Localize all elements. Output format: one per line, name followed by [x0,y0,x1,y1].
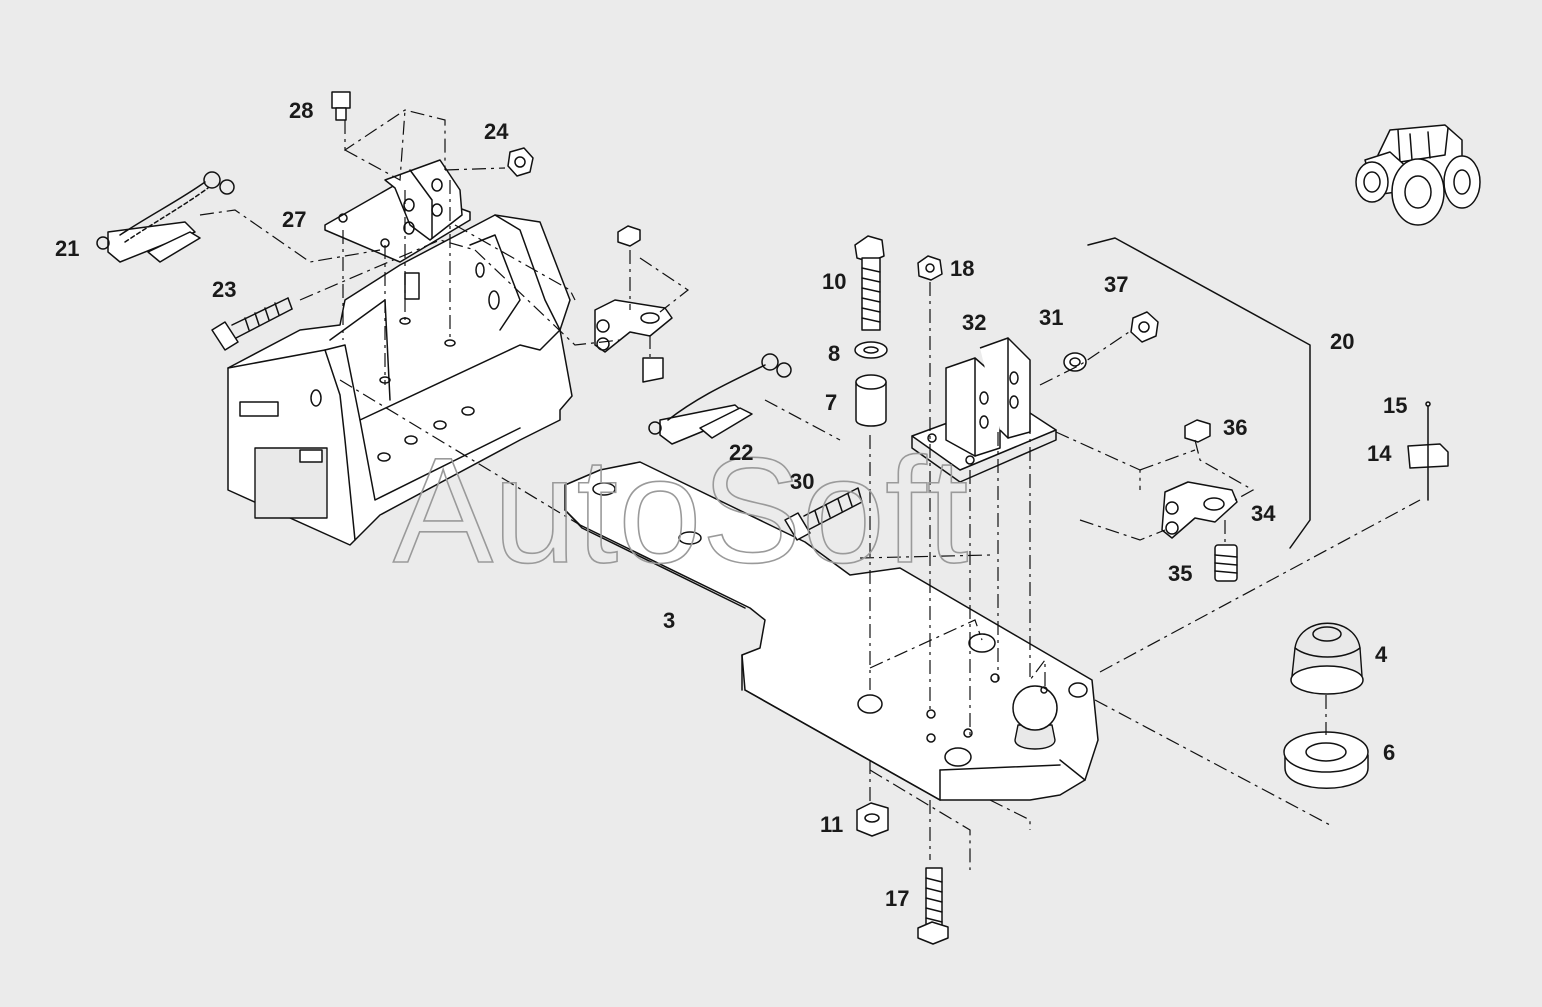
callout-32: 32 [962,310,986,335]
callout-36: 36 [1223,415,1247,440]
callout-22: 22 [729,440,753,465]
callout-11: 11 [820,812,843,837]
callout-37: 37 [1104,272,1128,297]
callout-15: 15 [1383,393,1407,418]
part-30-bolt [784,487,863,541]
part-8-washer [854,341,888,359]
callout-10: 10 [822,269,846,294]
tractor-icon [1355,124,1481,226]
callout-28: 28 [289,98,313,123]
callout-20: 20 [1330,329,1354,354]
part-22-lynch-pin [648,353,792,445]
part-17-bolt [917,867,949,945]
part-21-lynch-pin [96,171,235,263]
callout-27: 27 [282,207,306,232]
part-35-screw [1214,544,1238,582]
callout-30: 30 [790,469,814,494]
callout-24: 24 [484,119,509,144]
callout-31: 31 [1039,305,1063,330]
part-32-bracket [911,337,1057,483]
callout-6: 6 [1383,740,1395,765]
part-27-clevis-plate [324,159,471,263]
callout-21: 21 [55,236,79,261]
part-24-nut [507,147,534,177]
part-4-ball-cap [1290,622,1364,695]
callout-17: 17 [885,886,909,911]
part-28-bolt [331,91,351,121]
part-7-spacer [855,374,887,427]
part-15-wire [1425,401,1431,501]
part-10-bolt [854,235,885,331]
callout-34: 34 [1251,501,1276,526]
part-3-drawbar-plate [564,461,1099,801]
assembly-lines [199,109,1421,870]
group-bracket-20 [1087,237,1311,549]
callout-23: 23 [212,277,236,302]
part-11-nut [856,802,889,837]
part-36-nut [1184,419,1211,443]
callout-8: 8 [828,341,840,366]
part-23-bolt [211,297,293,351]
part-37-nut [1130,311,1159,343]
callout-14: 14 [1367,441,1392,466]
part-18-nut [917,255,943,281]
bracket-frame [227,214,573,546]
watermark: AutoSoft [393,426,968,594]
callout-3: 3 [663,608,675,633]
part-6-ring [1283,731,1369,789]
part-34-clevis [1161,481,1238,539]
callout-18: 18 [950,256,974,281]
callout-4: 4 [1375,642,1388,667]
callout-35: 35 [1168,561,1192,586]
left-clevis-hook [594,225,673,383]
part-31-washer [1063,352,1087,372]
callout-7: 7 [825,390,837,415]
